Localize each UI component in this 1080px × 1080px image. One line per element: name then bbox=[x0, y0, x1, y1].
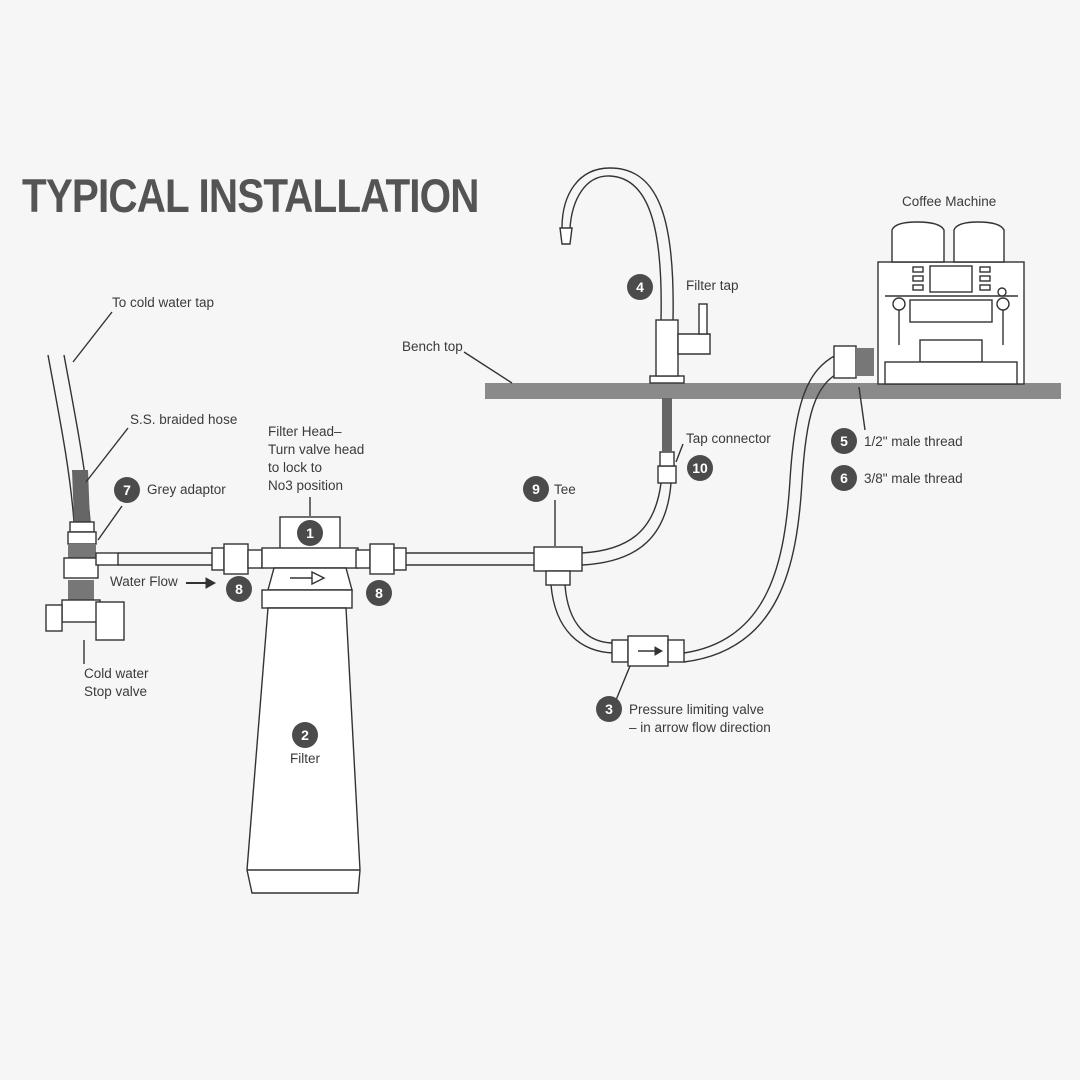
label-three-eighth-thread: 3/8" male thread bbox=[864, 471, 963, 486]
badge-tap-connector: 10 bbox=[687, 455, 713, 481]
bench-top bbox=[485, 383, 1061, 399]
badge-filter-tap: 4 bbox=[627, 274, 653, 300]
label-grey-adaptor: Grey adaptor bbox=[147, 482, 226, 497]
label-stop-valve-line1: Cold water bbox=[84, 666, 149, 681]
pressure-limiting-valve bbox=[611, 635, 685, 667]
label-filter-tap: Filter tap bbox=[686, 278, 739, 293]
label-filter-head-line3: to lock to bbox=[268, 460, 323, 475]
label-half-inch-thread: 1/2" male thread bbox=[864, 434, 963, 449]
badge-pressure-valve: 3 bbox=[596, 696, 622, 722]
leader-half-inch-thread bbox=[858, 386, 866, 431]
badge-three-eighth-thread: 6 bbox=[831, 465, 857, 491]
filter-head bbox=[261, 516, 359, 591]
water-flow-arrow bbox=[186, 577, 217, 589]
leader-grey-adaptor bbox=[97, 505, 123, 541]
label-filter: Filter bbox=[290, 751, 320, 766]
badge-inlet-fitting: 8 bbox=[226, 576, 252, 602]
leader-cold-water-tap bbox=[72, 311, 113, 363]
filter-body bbox=[246, 589, 361, 894]
grey-adaptor bbox=[63, 531, 119, 579]
filter-tap bbox=[559, 167, 711, 384]
page-title: TYPICAL INSTALLATION bbox=[22, 169, 479, 222]
label-pressure-valve-line1: Pressure limiting valve bbox=[629, 702, 765, 717]
leader-bench-top bbox=[463, 351, 513, 384]
machine-inlet-fitting bbox=[833, 345, 874, 379]
label-tap-connector: Tap connector bbox=[686, 431, 771, 446]
badge-grey-adaptor: 7 bbox=[114, 477, 140, 503]
braided-hose bbox=[47, 354, 95, 533]
tap-connector bbox=[657, 398, 677, 484]
badge-half-inch-thread: 5 bbox=[831, 428, 857, 454]
leader-tap-connector bbox=[675, 443, 684, 463]
inlet-fitting bbox=[211, 543, 263, 575]
badge-tee: 9 bbox=[523, 476, 549, 502]
coffee-machine bbox=[877, 221, 1025, 385]
label-bench-top: Bench top bbox=[402, 339, 463, 354]
tee-fitting bbox=[533, 546, 583, 586]
badge-filter-head: 1 bbox=[297, 520, 323, 546]
badge-filter: 2 bbox=[292, 722, 318, 748]
cold-water-stop-valve bbox=[45, 580, 125, 641]
label-coffee-machine: Coffee Machine bbox=[902, 194, 997, 209]
label-pressure-valve-line2: – in arrow flow direction bbox=[629, 720, 771, 735]
leader-braided-hose bbox=[85, 427, 129, 483]
label-filter-head-line2: Turn valve head bbox=[268, 442, 365, 457]
outlet-fitting bbox=[355, 543, 407, 575]
label-to-cold-water-tap: To cold water tap bbox=[112, 295, 215, 310]
label-tee: Tee bbox=[554, 482, 576, 497]
badge-outlet-fitting: 8 bbox=[366, 580, 392, 606]
label-filter-head-line4: No3 position bbox=[268, 478, 344, 493]
leader-pressure-valve bbox=[615, 665, 631, 701]
label-filter-head-line1: Filter Head– bbox=[268, 424, 342, 439]
label-water-flow: Water Flow bbox=[110, 574, 178, 589]
label-stop-valve-line2: Stop valve bbox=[84, 684, 148, 699]
label-ss-braided-hose: S.S. braided hose bbox=[130, 412, 238, 427]
